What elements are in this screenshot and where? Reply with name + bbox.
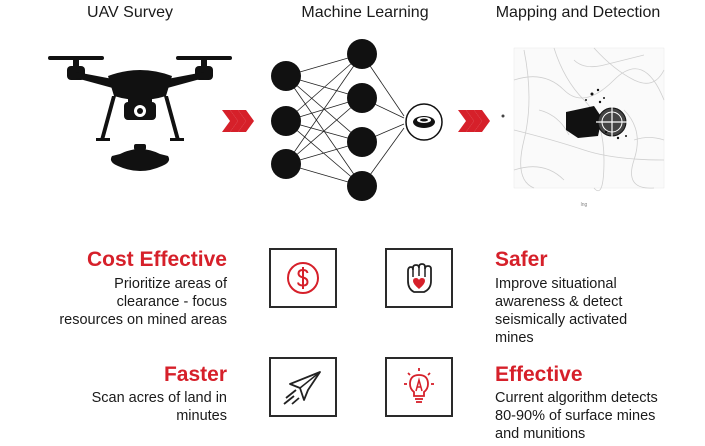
stage-title-machine-learning: Machine Learning (301, 4, 429, 21)
desc-line: resources on mined areas (59, 312, 227, 328)
benefit-desc-faster: Scan acres of land in minutes (92, 389, 227, 425)
drone-icon (48, 56, 232, 171)
desc-line: awareness & detect (495, 294, 623, 310)
neural-network-icon (271, 39, 443, 201)
light-bulb-icon (385, 357, 453, 417)
benefit-desc-cost-effective: Prioritize areas of clearance - focus re… (59, 275, 227, 329)
desc-line: Scan acres of land in (91, 390, 227, 406)
desc-line: Improve situational (495, 276, 617, 292)
desc-line: seismically activated (495, 312, 628, 328)
dollar-coin-icon (269, 248, 337, 308)
benefit-desc-safer: Improve situational awareness & detect s… (495, 275, 627, 347)
benefit-desc-effective: Current algorithm detects 80-90% of surf… (495, 389, 658, 443)
desc-line: and munitions (495, 426, 586, 442)
paper-plane-icon (269, 357, 337, 417)
benefit-title-cost-effective: Cost Effective (86, 248, 227, 271)
benefit-title-safer: Safer (495, 248, 548, 271)
desc-line: 80-90% of surface mines (495, 408, 656, 424)
benefit-title-faster: Faster (163, 363, 227, 386)
benefit-title-effective: Effective (495, 363, 583, 386)
detection-map-icon: lng (501, 47, 665, 208)
protective-glove-icon (385, 248, 453, 308)
stage-title-mapping-detection: Mapping and Detection (495, 4, 661, 21)
desc-line: Prioritize areas of (114, 276, 227, 292)
desc-line: minutes (176, 408, 227, 424)
desc-line: Current algorithm detects (495, 390, 658, 406)
chevron-arrow-icon (458, 110, 490, 132)
stage-title-uav-survey: UAV Survey (87, 4, 173, 21)
desc-line: clearance - focus (116, 294, 227, 310)
chevron-arrow-icon (222, 110, 254, 132)
desc-line: mines (495, 330, 534, 346)
svg-text:lng: lng (581, 202, 588, 208)
